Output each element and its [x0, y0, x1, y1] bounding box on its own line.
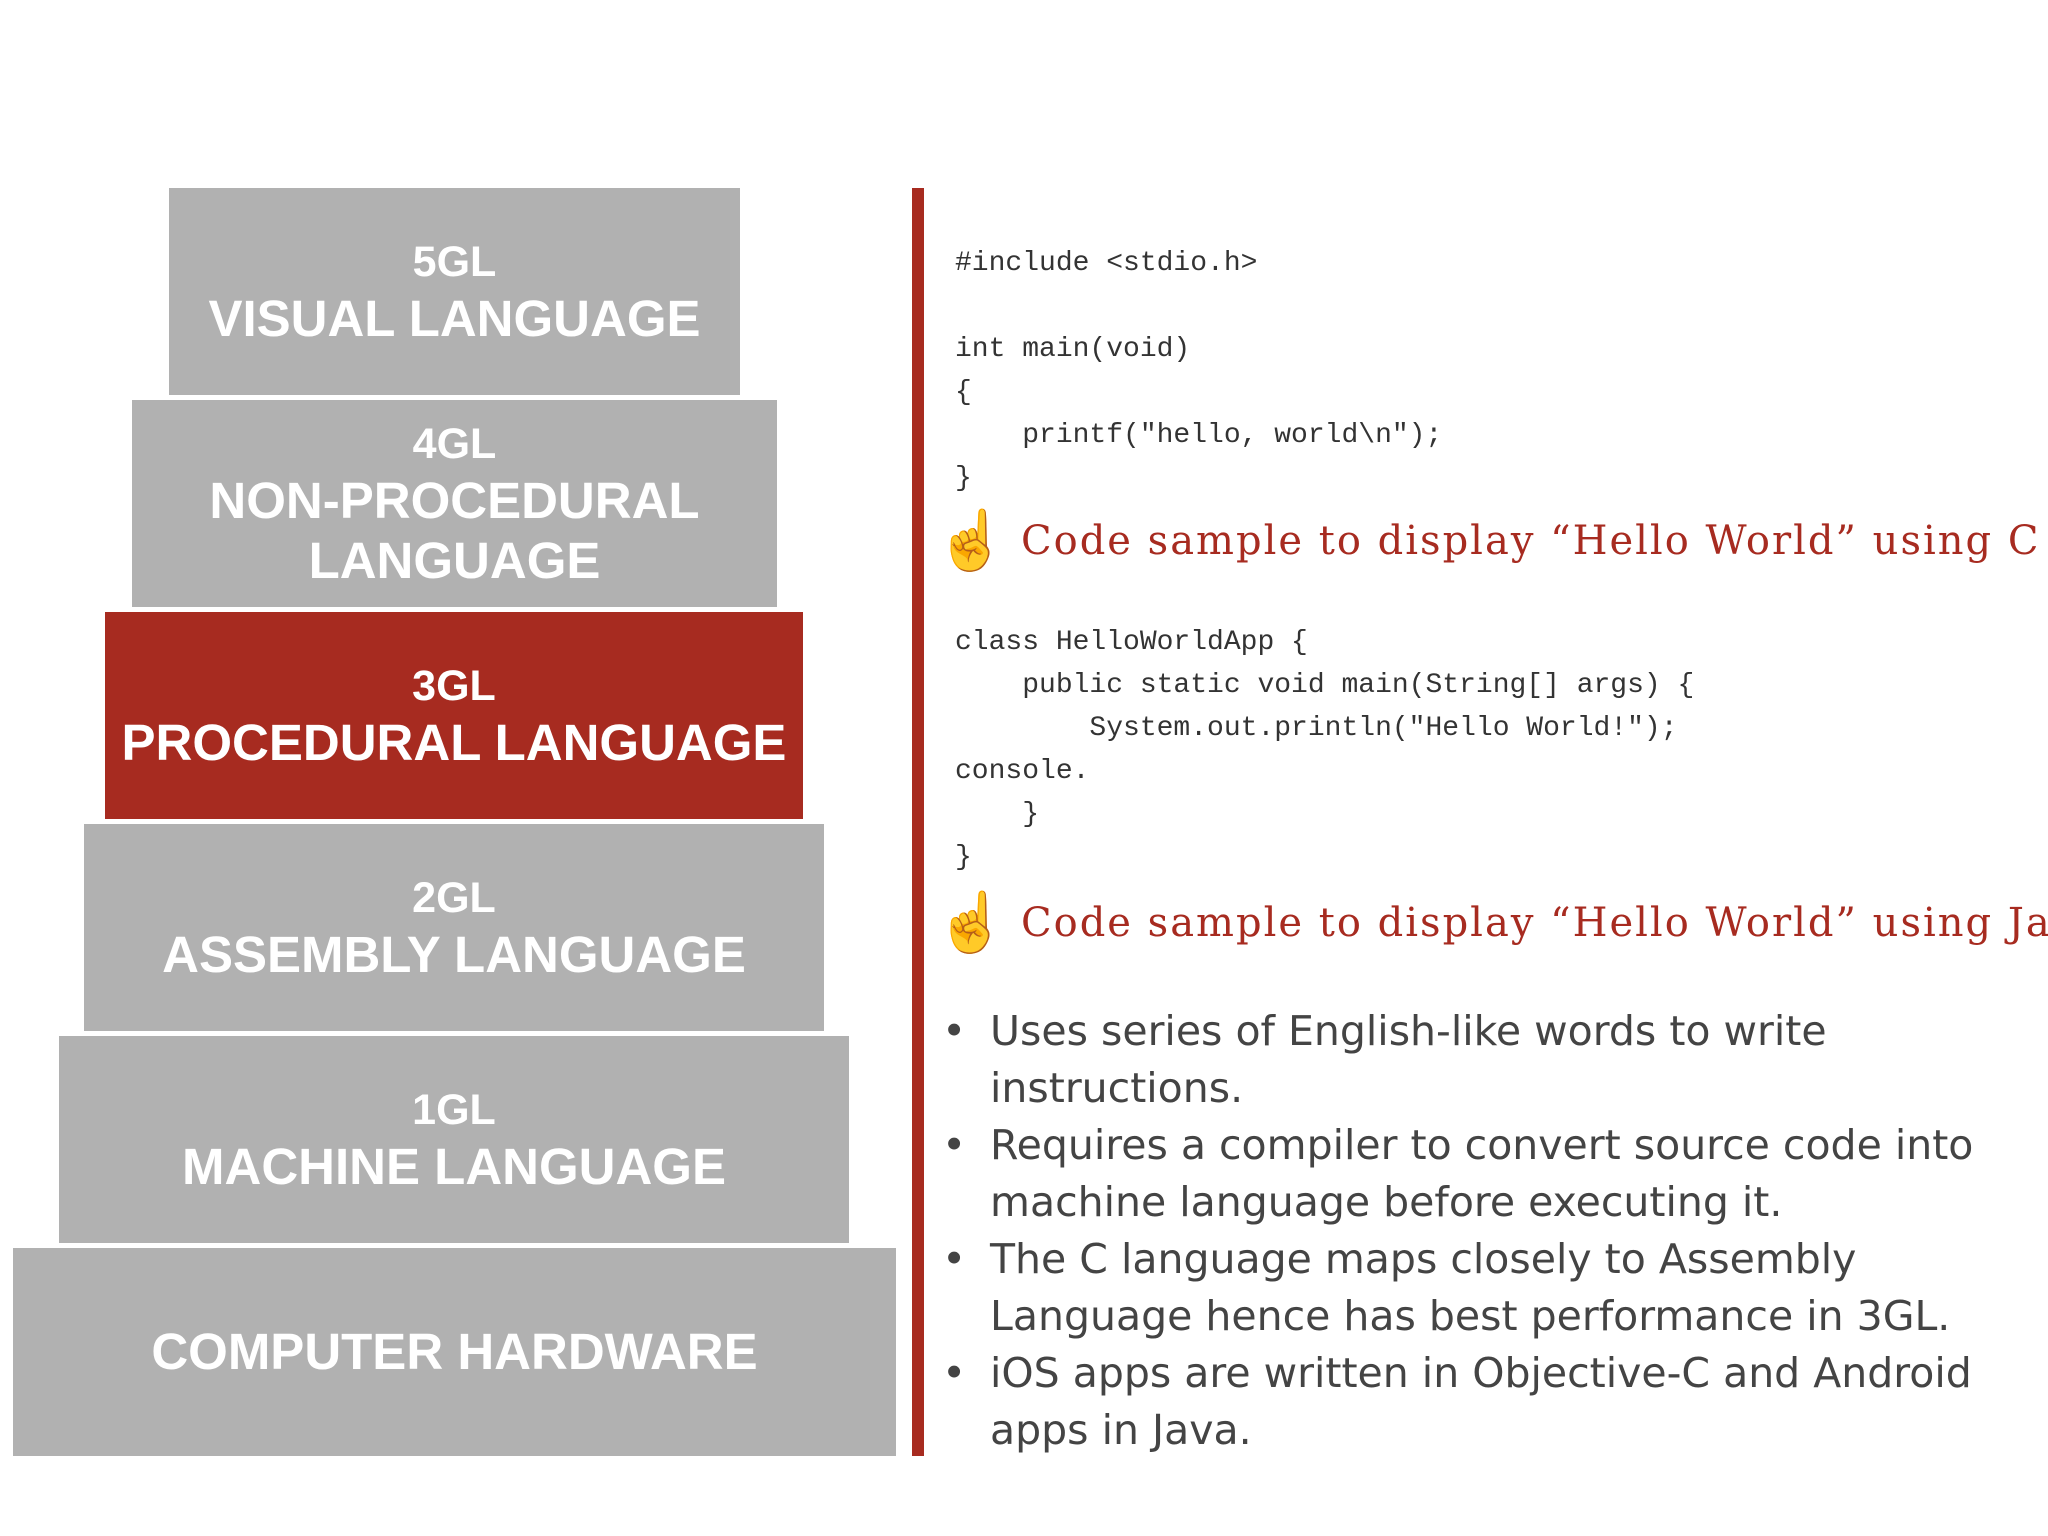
code-sample-c: #include <stdio.h> int main(void) { prin…: [955, 248, 1443, 494]
tier-level: 2GL: [412, 873, 496, 922]
tier-level: 4GL: [412, 419, 497, 468]
tier-name: VISUAL LANGUAGE: [208, 289, 701, 347]
bullet-list: Uses series of English-like words to wri…: [940, 1003, 2030, 1459]
tier-name: PROCEDURAL LANGUAGE: [121, 713, 787, 771]
tier-2gl: 2GL ASSEMBLY LANGUAGE: [84, 824, 824, 1031]
tier-4gl: 4GL NON-PROCEDURAL LANGUAGE: [132, 400, 777, 607]
bullet-item: iOS apps are written in Objective-C and …: [940, 1345, 2030, 1459]
caption-text: Code sample to display “Hello World” usi…: [1021, 900, 2048, 946]
vertical-divider: [912, 188, 924, 1456]
tier-level: 1GL: [412, 1085, 496, 1134]
tier-name: COMPUTER HARDWARE: [151, 1323, 758, 1380]
tier-name: MACHINE LANGUAGE: [182, 1137, 726, 1195]
tier-computer-hardware: COMPUTER HARDWARE: [13, 1248, 896, 1456]
tier-3gl: 3GL PROCEDURAL LANGUAGE: [105, 612, 803, 819]
caption-text: Code sample to display “Hello World” usi…: [1021, 518, 2041, 564]
bullet-item: Requires a compiler to convert source co…: [940, 1117, 2030, 1231]
bullet-item: The C language maps closely to Assembly …: [940, 1231, 2030, 1345]
code-sample-java: class HelloWorldApp { public static void…: [955, 627, 1695, 873]
caption-java: ☝ Code sample to display “Hello World” u…: [935, 888, 2048, 958]
tier-5gl: 5GL VISUAL LANGUAGE: [169, 188, 740, 395]
tier-name: ASSEMBLY LANGUAGE: [162, 925, 746, 983]
tier-level: 3GL: [412, 661, 496, 710]
bullet-item: Uses series of English-like words to wri…: [940, 1003, 2030, 1117]
pointing-up-hand-icon: ☝: [935, 508, 1008, 573]
tier-level: 5GL: [412, 237, 497, 286]
tier-name: NON-PROCEDURAL LANGUAGE: [209, 471, 700, 589]
tier-1gl: 1GL MACHINE LANGUAGE: [59, 1036, 849, 1243]
pointing-up-hand-icon: ☝: [935, 890, 1008, 955]
caption-c: ☝ Code sample to display “Hello World” u…: [935, 506, 2040, 576]
